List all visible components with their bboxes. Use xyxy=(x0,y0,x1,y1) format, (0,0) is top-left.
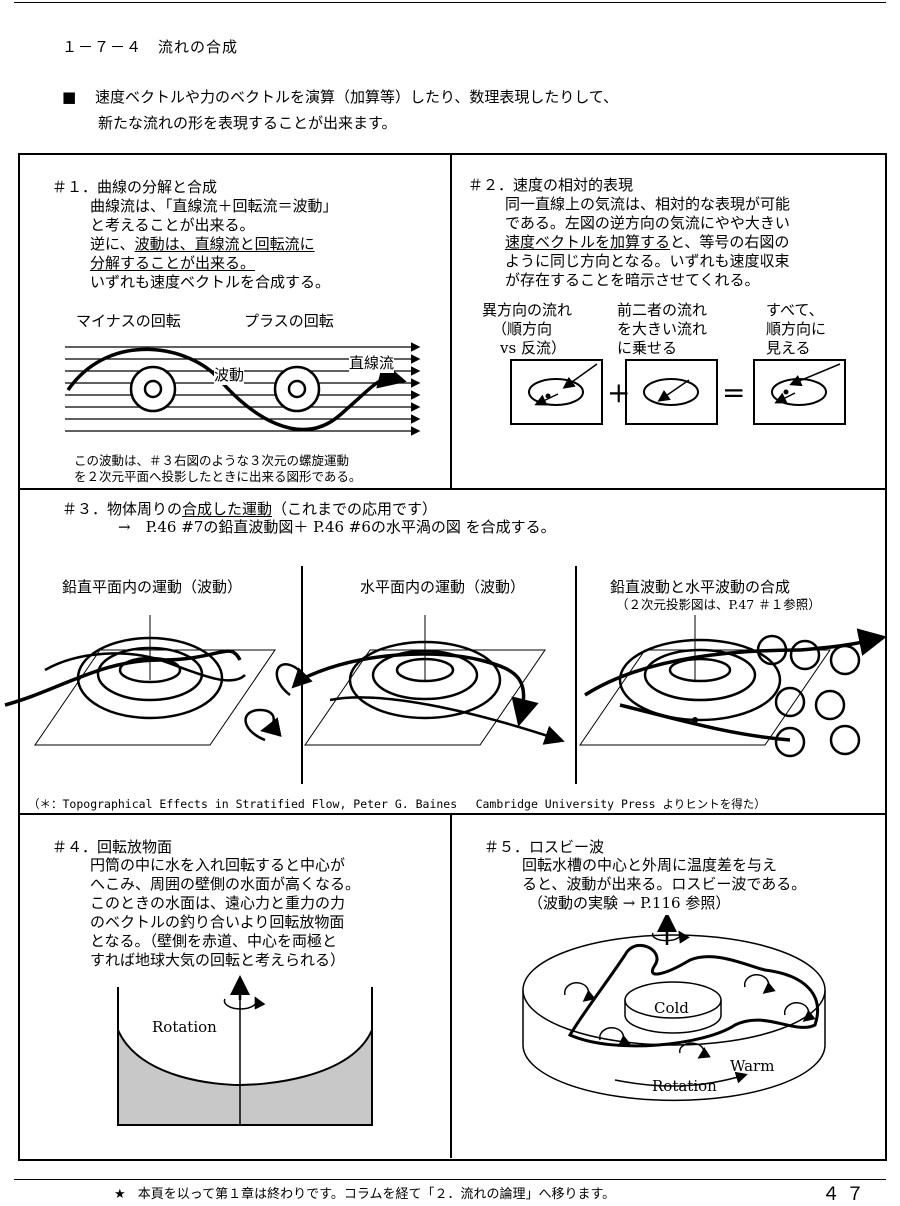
panel3-sub-2: 水平面内の運動（波動） xyxy=(360,578,526,596)
divider-v2 xyxy=(450,813,452,1158)
panel5-title: ＃５．ロスビー波 xyxy=(484,838,605,856)
panel2-body: 同一直線上の気流は、相対的な表現が可能 である。左図の逆方向の気流にやや大きい … xyxy=(505,195,790,290)
panel1-line-4: 分解することが出来る。 xyxy=(90,254,256,272)
panel4-title: ＃４．回転放物面 xyxy=(52,838,173,856)
panel3-title: ＃３．物体周りの合成した運動（これまでの応用です） xyxy=(62,500,438,518)
panel2-line-2: である。左図の逆方向の気流にやや大きい xyxy=(505,214,790,232)
intro-line-2: 新たな流れの形を表現することが出来ます。 xyxy=(98,114,397,132)
panel1-line-2: と考えることが出来る。 xyxy=(90,216,255,234)
intro-line-1: 速度ベクトルや力のベクトルを演算（加算等）したり、数理表現したりして、 xyxy=(94,88,619,106)
panel4-body: 円筒の中に水を入れ回転すると中心が へこみ、周囲の壁側の水面が高くなる。 このと… xyxy=(90,856,361,969)
panel1-caption: この波動は、＃３右図のような３次元の螺旋運動 を２次元平面へ投影したときに出来る… xyxy=(74,453,361,485)
equals-sign: = xyxy=(722,376,745,409)
panel3-sub-3b: （２次元投影図は、P.47 ＃１参照） xyxy=(616,597,821,612)
bottom-rule xyxy=(14,1179,886,1180)
panel1-line-3: 逆に、波動は、直線流と回転流に xyxy=(90,235,315,253)
wave-curve xyxy=(66,347,407,432)
panel1-body: 曲線流は、「直線流＋回転流＝波動」 と考えることが出来る。 逆に、波動は、直線流… xyxy=(90,197,338,292)
relative-velocity-diagram: + = xyxy=(510,359,846,425)
panel5-body: 回転水槽の中心と外周に温度差を与え ると、波動が出来る。ロスビー波である。 （波… xyxy=(522,856,807,912)
panel2-col-1: 異方向の流れ （順方向 vs 反流） xyxy=(482,301,573,357)
panel2-col-3: すべて、 順方向に 見える xyxy=(766,301,827,357)
panel4-rotation-label: Rotation xyxy=(152,1018,217,1037)
bullet-icon: ■ xyxy=(62,88,77,106)
panel2-line-3: 速度ベクトルを加算すると、等号の右図の xyxy=(505,233,790,251)
top-rule xyxy=(14,2,886,3)
panel1-line-5: いずれも速度ベクトルを合成する。 xyxy=(90,273,331,291)
panel5-rotation-label: Rotation xyxy=(652,1077,717,1095)
rossby-wave-tank-diagram xyxy=(522,915,826,1102)
wave-decomposition-diagram xyxy=(65,342,421,436)
panel1-caption-2: を２次元平面へ投影したときに出来る図形である。 xyxy=(74,469,362,484)
section-title: １－７－４ 流れの合成 xyxy=(62,38,239,56)
label-straight-flow: 直線流 xyxy=(349,354,395,373)
plus-sign: + xyxy=(607,376,630,409)
rotating-paraboloid-diagram xyxy=(117,975,373,1126)
label-plus-rotation: プラスの回転 xyxy=(244,312,334,330)
flow-around-object-diagrams xyxy=(4,615,887,758)
panel2-line-4: ように同じ方向となる。いずれも速度収束 xyxy=(505,252,790,270)
page-number: ４７ xyxy=(822,1184,870,1205)
star-icon: ★ xyxy=(114,1187,126,1202)
minus-rotation-vortex xyxy=(129,365,177,413)
divider-h1 xyxy=(18,488,885,490)
plus-rotation-vortex xyxy=(273,365,321,413)
panel5-warm-label: Warm xyxy=(730,1057,775,1075)
footer-note: ★ 本頁を以って第１章は終わりです。コラムを経て「２．流れの論理」へ移ります。 xyxy=(114,1183,615,1202)
panel3-divider-b xyxy=(575,566,577,784)
panel1-title: ＃１．曲線の分解と合成 xyxy=(52,178,218,196)
panel2-title: ＃２．速度の相対的表現 xyxy=(468,176,634,194)
panel2-col-2: 前二者の流れ を大きい流れ に乗せる xyxy=(617,301,708,357)
footer-text: 本頁を以って第１章は終わりです。コラムを経て「２．流れの論理」へ移ります。 xyxy=(137,1187,616,1202)
label-wave: 波動 xyxy=(214,366,245,385)
panel5-cold-label: Cold xyxy=(654,999,689,1017)
intro-paragraph: ■ 速度ベクトルや力のベクトルを演算（加算等）したり、数理表現したりして、 新た… xyxy=(62,84,618,136)
panel2-line-1: 同一直線上の気流は、相対的な表現が可能 xyxy=(505,195,791,213)
label-minus-rotation: マイナスの回転 xyxy=(76,312,181,330)
panel1-caption-1: この波動は、＃３右図のような３次元の螺旋運動 xyxy=(74,453,350,468)
panel3-sub-3: 鉛直波動と水平波動の合成 xyxy=(610,578,791,596)
divider-v1 xyxy=(450,153,452,488)
main-figure-frame xyxy=(18,153,887,1161)
panel3-sub-1: 鉛直平面内の運動（波動） xyxy=(62,578,243,596)
panel1-line-1: 曲線流は、「直線流＋回転流＝波動」 xyxy=(90,197,338,215)
panel3-line-2: → P.46 #7の鉛直波動図＋ P.46 #6の水平渦の図 を合成する。 xyxy=(118,518,556,536)
panel3-footnote: （＊：Topographical Effects in Stratified F… xyxy=(28,797,766,811)
panel2-line-5: が存在することを暗示させてくれる。 xyxy=(505,271,760,289)
